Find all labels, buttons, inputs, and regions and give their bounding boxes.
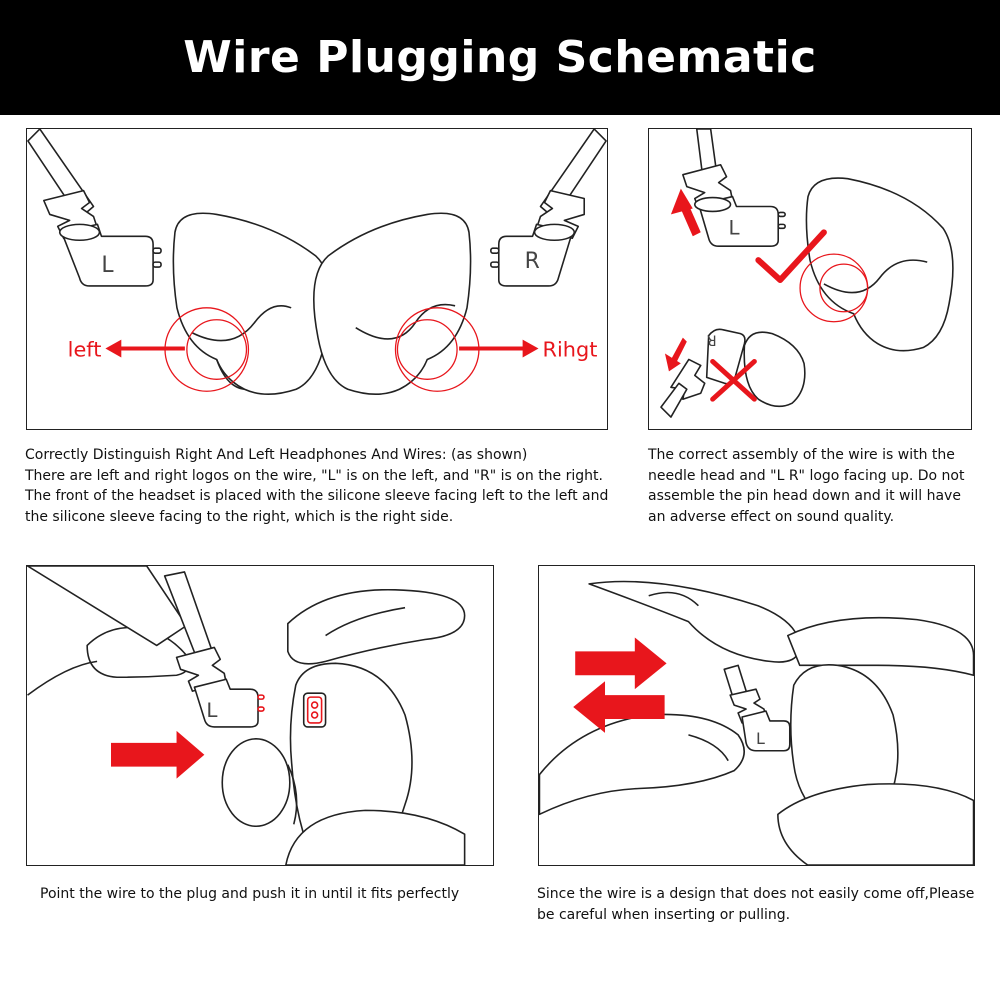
caption-line: be careful when inserting or pulling.	[537, 906, 791, 923]
right-earphone-shell	[313, 212, 472, 396]
wrong-earphone-shell	[743, 331, 806, 408]
caption-insert: Point the wire to the plug and push it i…	[40, 884, 500, 905]
left-plug-letter: L	[101, 253, 114, 278]
caption-push-pull: Since the wire is a design that does not…	[537, 884, 977, 925]
finger-bottom-left	[539, 713, 745, 816]
orientation-diagram: L R	[660, 129, 954, 418]
left-right-diagram: L R left Rihgt	[27, 129, 607, 396]
plug-body	[741, 710, 791, 752]
push-pull-diagram: L	[539, 580, 974, 865]
caption-line: The correct assembly of the wire is with…	[648, 447, 955, 463]
eartip	[221, 738, 291, 828]
caption-line: Since the wire is a design that does not…	[537, 886, 975, 902]
panel-correct-orientation: L R	[648, 128, 972, 430]
pull-arrow	[573, 681, 665, 733]
up-arrow	[670, 188, 701, 237]
push-arrow	[575, 637, 667, 690]
plug-letter: L	[206, 699, 217, 722]
finger-bottom	[285, 809, 466, 865]
panel-insert-wire: L	[26, 565, 494, 866]
left-earphone-shell	[172, 212, 331, 396]
title-bar: Wire Plugging Schematic	[0, 0, 1000, 115]
left-label: left	[68, 337, 102, 361]
caption-line: The front of the headset is placed with …	[25, 488, 609, 504]
panel-left-right-identification: L R left Rihgt	[26, 128, 608, 430]
plug-letter: L	[756, 729, 765, 748]
caption-left-right: Correctly Distinguish Right And Left Hea…	[25, 445, 625, 527]
correct-earphone-shell	[805, 177, 954, 352]
caption-line: an adverse effect on sound quality.	[648, 508, 895, 525]
finger-right	[786, 616, 974, 677]
wrong-x-mark	[710, 358, 757, 402]
caption-line: There are left and right logos on the wi…	[25, 467, 603, 484]
caption-line: the silicone sleeve facing to the right,…	[25, 508, 454, 525]
caption-line: assemble the pin head down and it will h…	[648, 488, 961, 504]
down-arrow	[664, 337, 687, 372]
finger-bottom-right	[777, 783, 974, 865]
push-arrow	[110, 730, 205, 779]
finger-top	[287, 588, 466, 665]
panel-push-pull: L	[538, 565, 975, 866]
check-mark	[755, 229, 827, 283]
right-plug-letter: R	[525, 249, 540, 274]
caption-line: Correctly Distinguish Right And Left Hea…	[25, 447, 528, 463]
correct-plug-letter: L	[729, 216, 740, 239]
wrong-plug-letter: R	[707, 332, 717, 348]
finger-top	[588, 580, 801, 663]
right-label: Rihgt	[542, 337, 597, 361]
insertion-diagram: L	[27, 566, 466, 865]
page-title: Wire Plugging Schematic	[183, 32, 817, 83]
caption-line: Point the wire to the plug and push it i…	[40, 886, 460, 902]
caption-orientation: The correct assembly of the wire is with…	[648, 445, 988, 527]
plug-body	[193, 678, 259, 728]
caption-line: needle head and "L R" logo facing up. Do…	[648, 467, 965, 484]
